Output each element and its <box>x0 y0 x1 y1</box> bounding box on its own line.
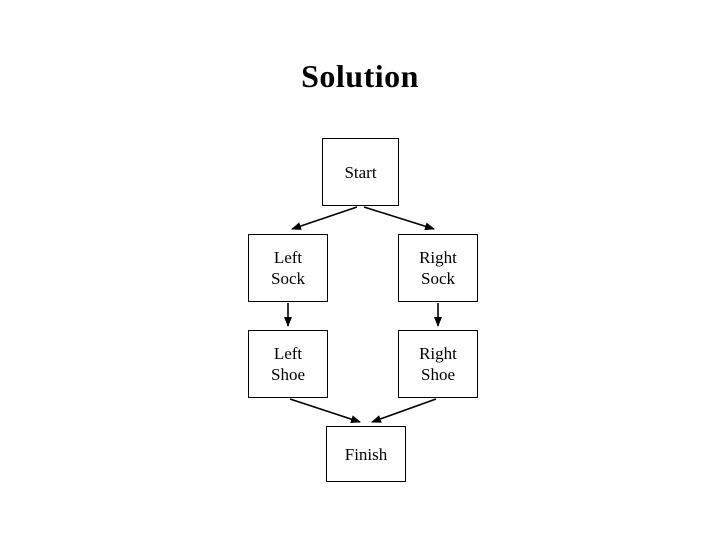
node-right-sock-label: Right Sock <box>419 248 457 288</box>
node-right-sock: Right Sock <box>398 234 478 302</box>
node-start: Start <box>322 138 399 206</box>
edge-left-shoe-to-finish <box>289 398 361 423</box>
node-left-shoe-label: Left Shoe <box>271 344 305 384</box>
node-left-shoe: Left Shoe <box>248 330 328 398</box>
edge-start-to-left-sock <box>291 206 358 230</box>
node-finish: Finish <box>326 426 406 482</box>
node-start-label: Start <box>344 162 377 182</box>
node-left-sock-label: Left Sock <box>271 248 305 288</box>
node-right-shoe: Right Shoe <box>398 330 478 398</box>
edge-right-shoe-to-finish <box>371 398 437 423</box>
edge-start-to-right-sock <box>363 206 435 231</box>
node-left-sock: Left Sock <box>248 234 328 302</box>
node-finish-label: Finish <box>344 444 388 464</box>
node-right-shoe-label: Right Shoe <box>419 344 457 384</box>
page-title: Solution <box>301 58 419 94</box>
